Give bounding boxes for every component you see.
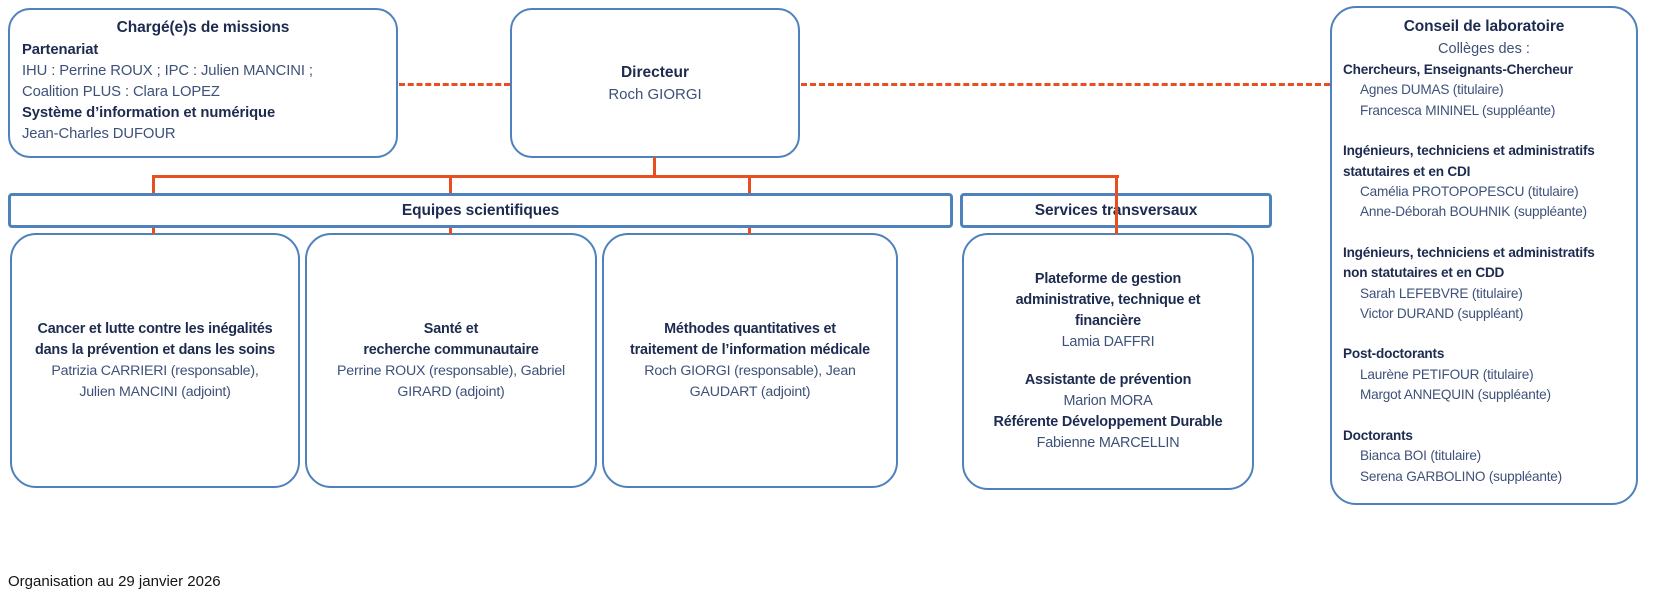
conseil-subtitle: Collèges des :: [1438, 41, 1530, 57]
box-conseil-de-laboratoire: Conseil de laboratoire Collèges des : Ch…: [1330, 6, 1638, 505]
conseil-line: Ingénieurs, techniciens et administratif…: [1343, 143, 1595, 159]
team-people-line: Roch GIORGI (responsable), Jean: [644, 362, 856, 379]
charges-line: IHU : Perrine ROUX ; IPC : Julien MANCIN…: [22, 63, 313, 79]
header-equipes-scientifiques: Equipes scientifiques: [8, 193, 953, 228]
conseil-title: Conseil de laboratoire: [1403, 18, 1565, 35]
team-title-line: traitement de l’information médicale: [630, 341, 870, 358]
dashed-connector-directeur-conseil: [801, 83, 1330, 86]
team-people-line: GIRARD (adjoint): [397, 383, 505, 400]
connector-drop-services: [1115, 175, 1118, 234]
team-people-line: GAUDART (adjoint): [689, 383, 811, 400]
services-line: Fabienne MARCELLIN: [1036, 435, 1180, 451]
charges-line: Partenariat: [22, 42, 99, 58]
header-equipes-label: Equipes scientifiques: [401, 201, 560, 219]
conseil-line: statutaires et en CDI: [1343, 163, 1471, 179]
charges-line: Coalition PLUS : Clara LOPEZ: [22, 84, 220, 100]
conseil-line: Francesca MININEL (suppléante): [1360, 102, 1556, 118]
box-team-sante-communautaire: Santé et recherche communautaire Perrine…: [305, 233, 597, 488]
conseil-line: Bianca BOI (titulaire): [1360, 448, 1482, 464]
conseil-line: Victor DURAND (suppléant): [1360, 306, 1524, 322]
directeur-title: Directeur: [620, 63, 690, 81]
conseil-line: Ingénieurs, techniciens et administratif…: [1343, 244, 1595, 260]
conseil-line: Doctorants: [1343, 427, 1413, 443]
services-line: administrative, technique et: [1015, 292, 1201, 308]
conseil-line: Anne-Déborah BOUHNIK (suppléante): [1360, 204, 1587, 220]
conseil-line: Agnes DUMAS (titulaire): [1360, 82, 1504, 98]
services-line: Plateforme de gestion: [1034, 271, 1182, 287]
conseil-line: Post-doctorants: [1343, 346, 1445, 362]
conseil-line: non statutaires et en CDD: [1343, 265, 1505, 281]
services-line: Marion MORA: [1063, 393, 1153, 409]
team-people-line: Julien MANCINI (adjoint): [79, 383, 231, 400]
box-services-transversaux: Plateforme de gestion administrative, te…: [962, 233, 1254, 490]
box-team-methodes-quantitatives: Méthodes quantitatives et traitement de …: [602, 233, 898, 488]
box-charges-de-missions: Chargé(e)s de missions Partenariat IHU :…: [8, 8, 398, 158]
connector-directeur-stub: [653, 157, 656, 177]
team-title-line: dans la prévention et dans les soins: [35, 341, 275, 358]
directeur-name: Roch GIORGI: [608, 85, 702, 103]
conseil-line: Laurène PETIFOUR (titulaire): [1360, 366, 1534, 382]
conseil-line: Sarah LEFEBVRE (titulaire): [1360, 285, 1523, 301]
team-title-line: Cancer et lutte contre les inégalités: [37, 320, 273, 337]
services-line: Référente Développement Durable: [993, 414, 1223, 430]
team-title-line: Santé et: [423, 320, 479, 337]
box-team-cancer: Cancer et lutte contre les inégalités da…: [10, 233, 300, 488]
conseil-line: Chercheurs, Enseignants-Chercheur: [1343, 62, 1573, 77]
connector-horizontal: [152, 175, 1119, 178]
team-title-line: Méthodes quantitatives et: [664, 320, 836, 337]
conseil-line: Serena GARBOLINO (suppléante): [1360, 468, 1562, 484]
team-people-line: Perrine ROUX (responsable), Gabriel: [337, 362, 565, 379]
services-line: Assistante de prévention: [1024, 372, 1192, 388]
conseil-line: Margot ANNEQUIN (suppléante): [1360, 387, 1551, 403]
team-title-line: recherche communautaire: [363, 341, 539, 358]
charges-line: Système d’information et numérique: [22, 105, 276, 121]
organisation-date: Organisation au 29 janvier 2026: [8, 573, 221, 590]
box-directeur: Directeur Roch GIORGI: [510, 8, 800, 158]
team-people-line: Patrizia CARRIERI (responsable),: [51, 362, 259, 379]
charges-title: Chargé(e)s de missions: [116, 19, 290, 36]
charges-line: Jean-Charles DUFOUR: [22, 126, 176, 142]
dashed-connector-charges-directeur: [399, 83, 510, 86]
conseil-line: Camélia PROTOPOPESCU (titulaire): [1360, 184, 1579, 200]
services-line: financière: [1075, 313, 1141, 329]
services-line: Lamia DAFFRI: [1061, 334, 1155, 350]
